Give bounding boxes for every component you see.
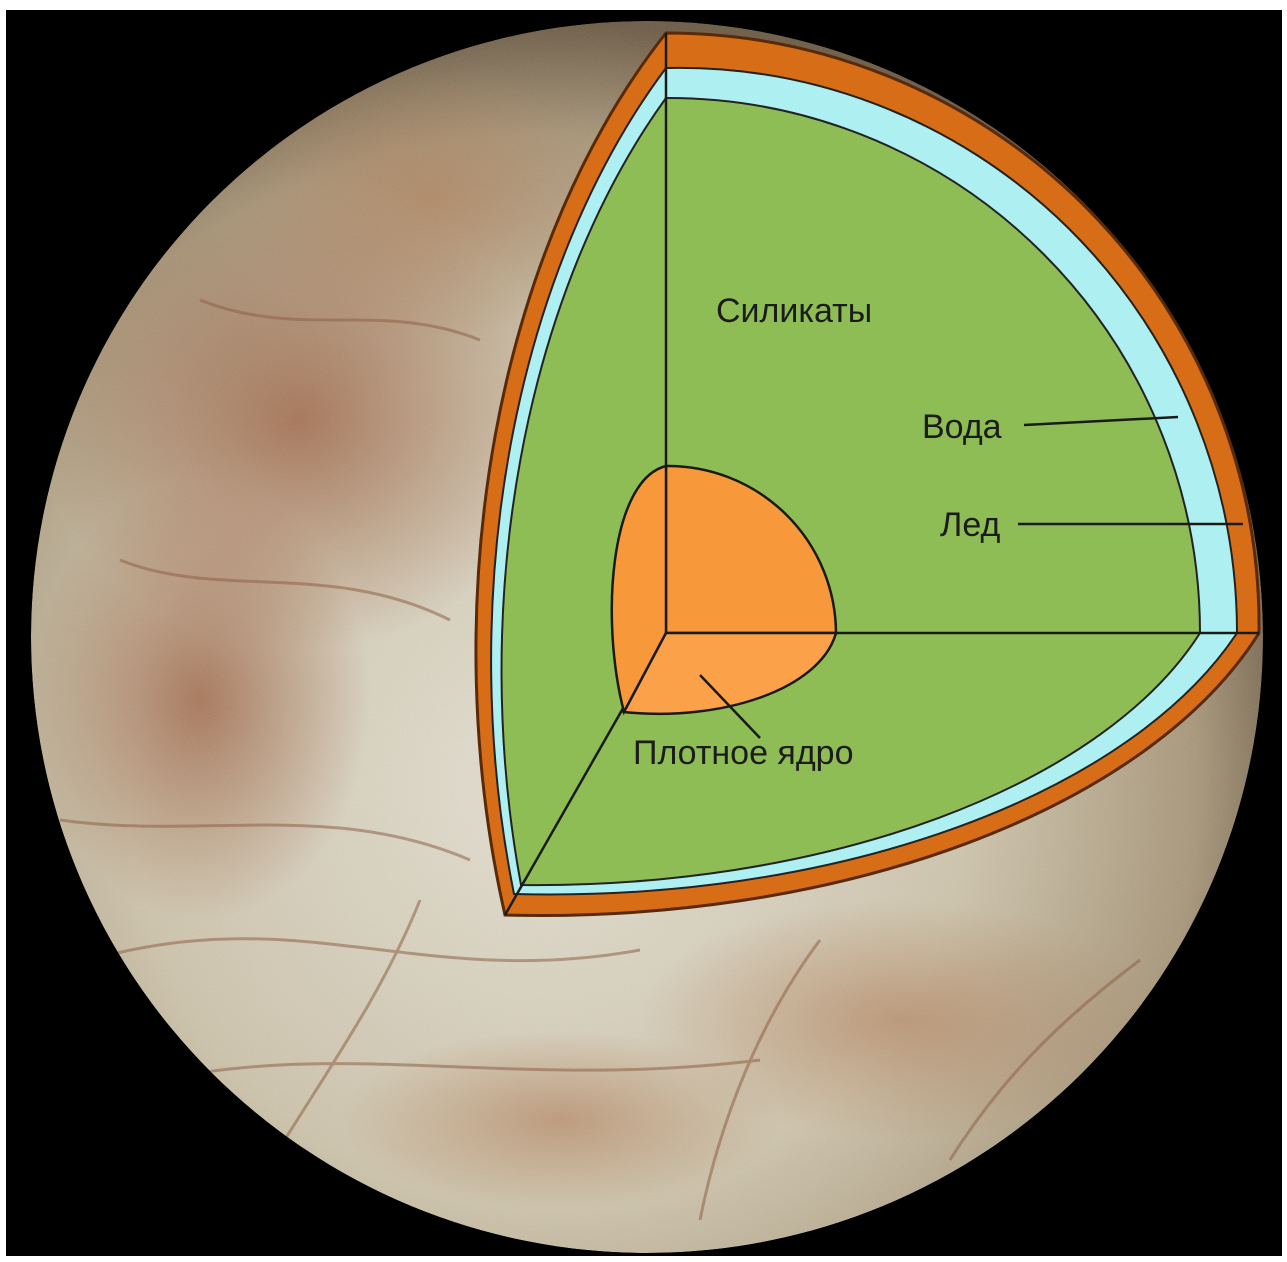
label-water: Вода [922, 408, 1002, 446]
label-core: Плотное ядро [633, 734, 854, 772]
label-ice: Лед [940, 506, 1000, 544]
label-silicates: Силикаты [716, 292, 872, 330]
